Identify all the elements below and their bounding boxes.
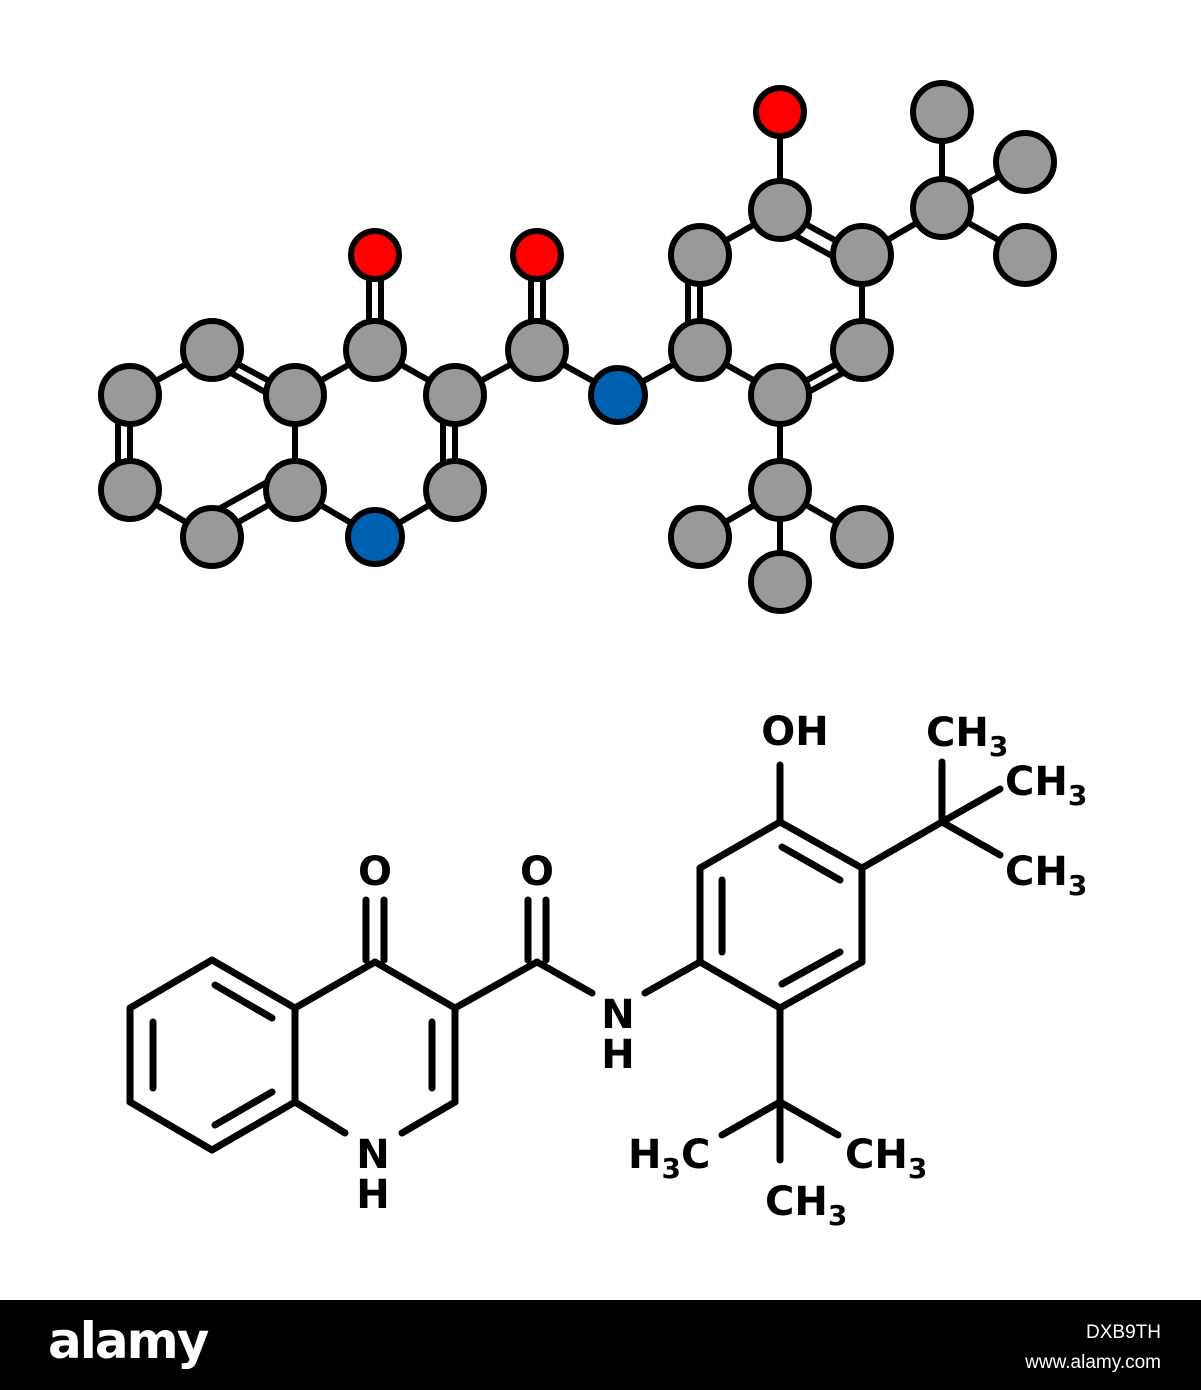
oxygen-atom <box>753 85 807 139</box>
carbon-atom <box>180 505 244 569</box>
amide-nitrogen-label: N <box>601 992 634 1038</box>
ring-hydrogen-label: H <box>356 1172 389 1218</box>
bond <box>398 1098 459 1137</box>
nitrogen-atom <box>345 507 405 567</box>
image-id-label: DXB9TH <box>1086 1322 1161 1343</box>
methyl-label: CH3 <box>926 710 1008 763</box>
bond <box>291 1098 349 1137</box>
carbon-atom <box>180 318 244 382</box>
ketone-oxygen-label: O <box>358 849 392 895</box>
bond <box>718 1098 784 1139</box>
bond <box>291 958 379 1012</box>
hydroxyl-label: OH <box>761 709 828 755</box>
bond <box>371 958 459 1012</box>
bond <box>208 1098 299 1154</box>
carbon-atom <box>668 505 732 569</box>
molecule-figure: OH O O N H N H CH3 CH3 CH3 H3C CH3 CH3 <box>98 80 1087 1232</box>
bond <box>696 818 784 872</box>
carbon-atom <box>830 318 894 382</box>
bond <box>696 958 784 1012</box>
methyl-label: CH3 <box>1005 849 1087 902</box>
carbon-atom <box>910 80 974 144</box>
carbon-atom <box>505 318 569 382</box>
carbon-atom <box>830 223 894 287</box>
nitrogen-atom <box>588 365 648 425</box>
bond <box>938 818 1004 859</box>
carbon-atom <box>423 458 487 522</box>
bond <box>533 958 596 997</box>
atoms <box>98 80 1057 614</box>
carbon-atom <box>748 178 812 242</box>
carbon-atom <box>668 223 732 287</box>
bond <box>126 956 216 1012</box>
bond <box>776 1098 842 1139</box>
carbon-atom <box>98 458 162 522</box>
carbon-atom <box>748 550 812 614</box>
bond <box>451 958 541 1012</box>
watermark-footer: alamy DXB9TH www.alamy.com <box>0 1300 1201 1390</box>
carbon-atom <box>343 318 407 382</box>
carbon-atom <box>830 505 894 569</box>
bond <box>776 818 866 872</box>
carbon-atom <box>263 458 327 522</box>
carbon-atom <box>748 458 812 522</box>
ring-nitrogen-label: N <box>356 1132 389 1178</box>
methyl-label: CH3 <box>765 1179 847 1232</box>
carbon-atom <box>748 363 812 427</box>
amide-hydrogen-label: H <box>601 1032 634 1078</box>
bond <box>778 948 844 988</box>
brand-logo: alamy <box>48 1312 209 1370</box>
ball-and-stick-model <box>98 80 1057 614</box>
bond <box>938 785 1004 826</box>
carbon-atom <box>993 130 1057 194</box>
carbon-atom <box>98 363 162 427</box>
bond <box>211 981 276 1022</box>
bond <box>641 958 704 997</box>
bond <box>208 956 299 1012</box>
atom-labels: OH O O N H N H CH3 CH3 CH3 H3C CH3 CH3 <box>356 709 1087 1232</box>
bond <box>778 843 844 884</box>
carbon-atom <box>423 363 487 427</box>
bond <box>211 1088 276 1129</box>
bond <box>858 818 946 872</box>
carbon-atom <box>668 318 732 382</box>
oxygen-atom <box>348 228 402 282</box>
methyl-label: CH3 <box>845 1132 927 1185</box>
methyl-label: H3C <box>628 1132 710 1185</box>
carbon-atom <box>993 223 1057 287</box>
carbon-atom <box>263 363 327 427</box>
bond <box>126 1098 216 1154</box>
site-url-label: www.alamy.com <box>1025 1352 1161 1373</box>
skeletal-bonds <box>126 758 1004 1164</box>
carbon-atom <box>910 176 974 240</box>
bond <box>776 958 866 1012</box>
methyl-label: CH3 <box>1005 759 1087 812</box>
skeletal-formula: OH O O N H N H CH3 CH3 CH3 H3C CH3 CH3 <box>126 709 1087 1232</box>
amide-oxygen-label: O <box>520 849 554 895</box>
oxygen-atom <box>510 228 564 282</box>
